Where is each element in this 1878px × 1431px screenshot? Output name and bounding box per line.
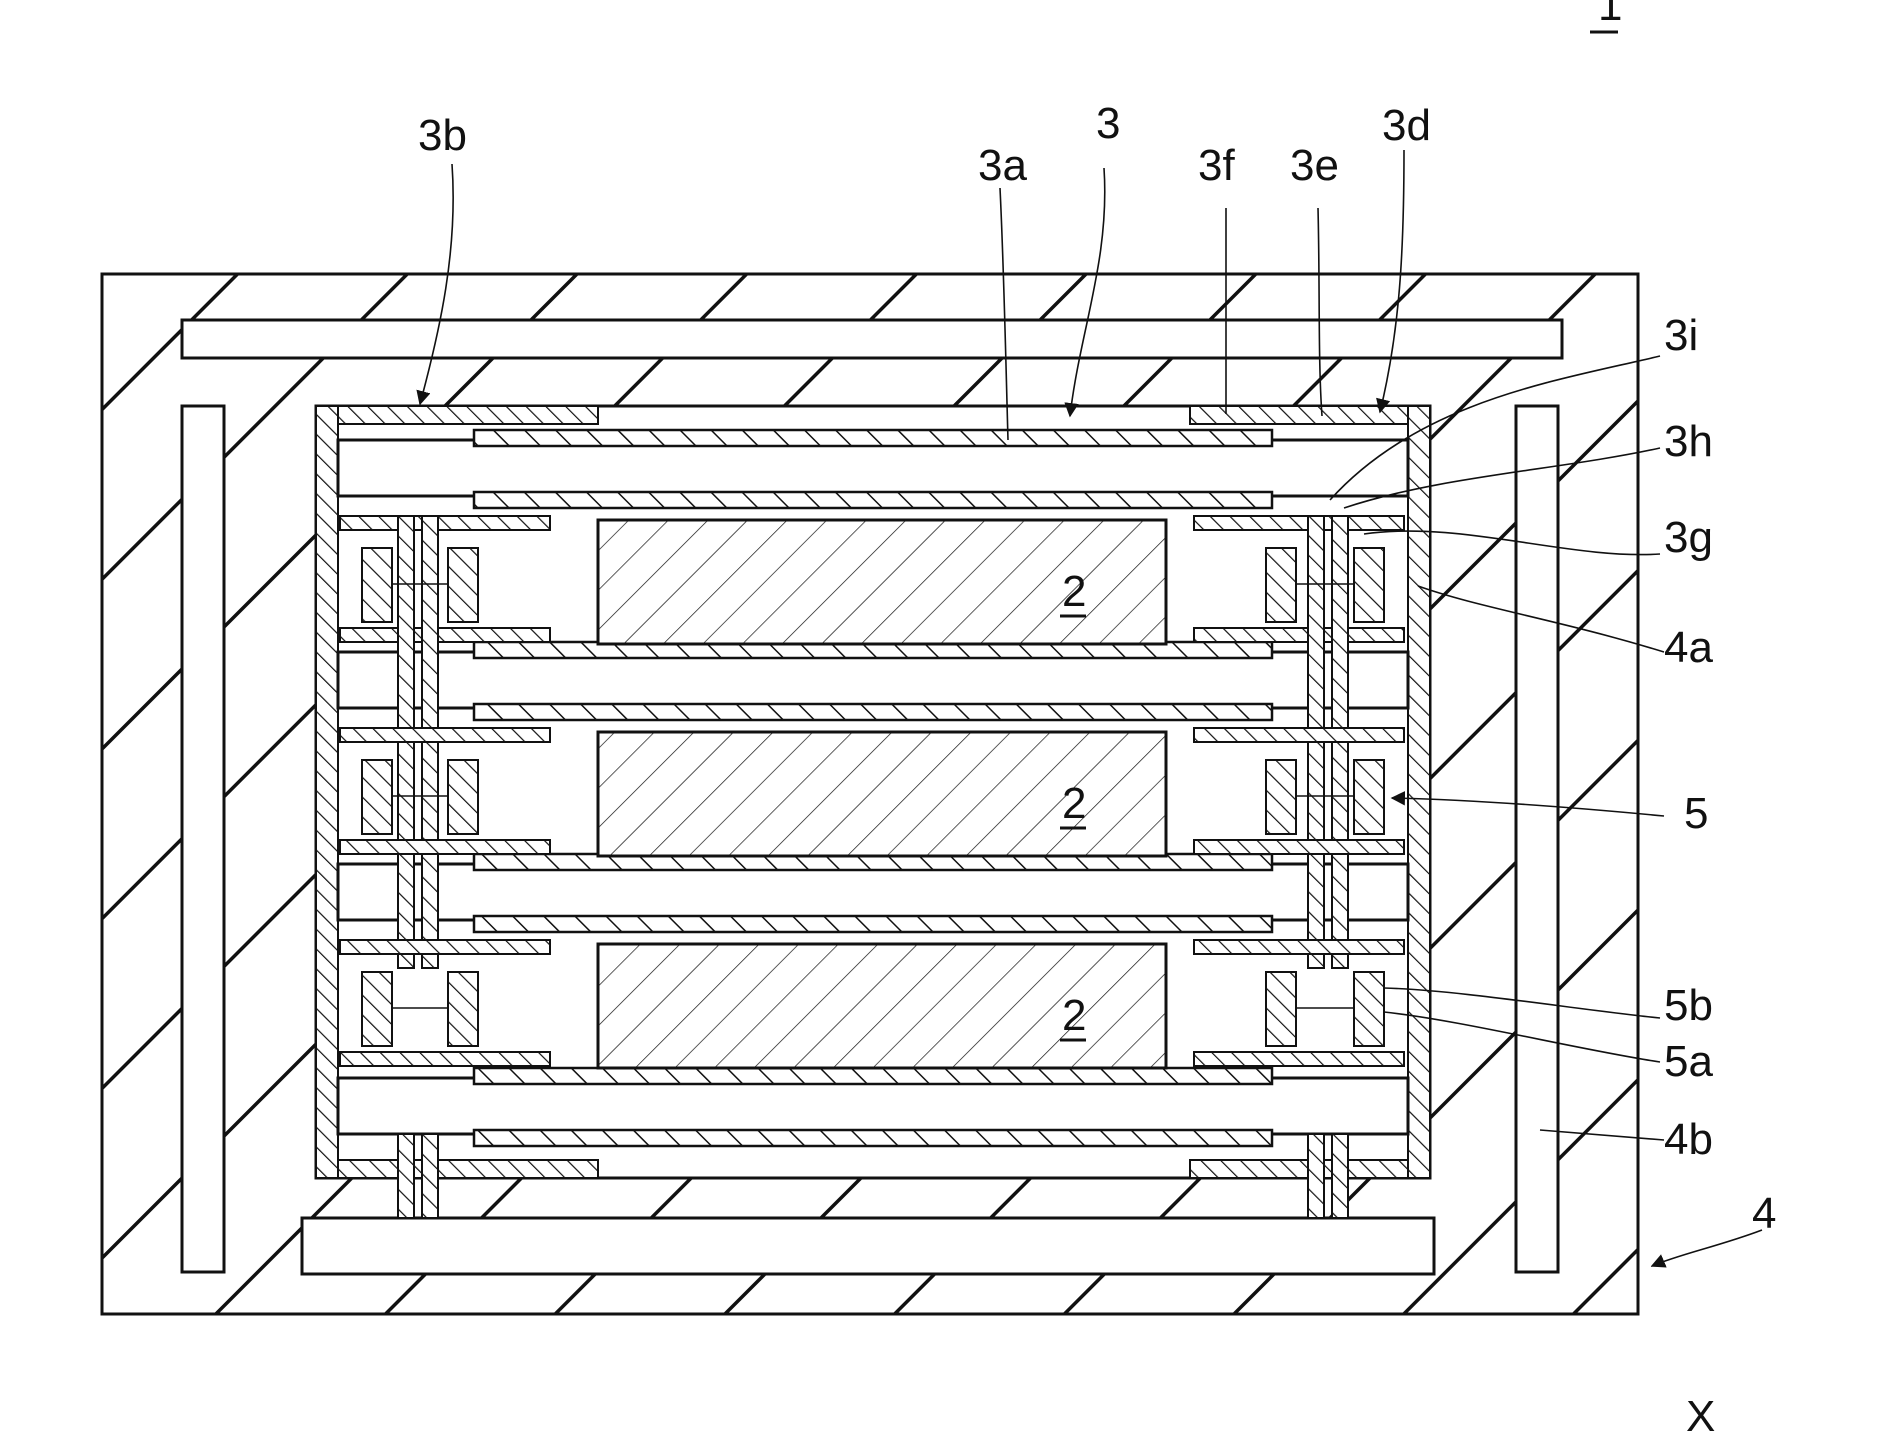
svg-text:1: 1 [1598,0,1622,30]
label-3b: 3b [418,111,467,160]
right-vertical-bar-4b [1516,406,1558,1272]
label-3: 3 [1096,99,1120,148]
channel-2 [338,652,1408,708]
label-3h: 3h [1664,417,1713,466]
label-3a: 3a [978,141,1027,190]
channel-4 [338,1078,1408,1134]
label-4b: 4b [1664,1115,1713,1164]
label-3i: 3i [1664,311,1698,360]
label-3g: 3g [1664,513,1713,562]
label-3d: 3d [1382,101,1431,150]
element-label-2-middle: 2 [1062,779,1086,828]
channel-1 [338,440,1408,496]
left-vertical-bar [182,406,224,1272]
label-3f: 3f [1198,141,1235,190]
label-5b: 5b [1664,981,1713,1030]
figure-ref-numeral: 1 [1590,0,1622,32]
label-5: 5 [1684,789,1708,838]
bottom-electrode-bar [302,1218,1434,1274]
element-label-2-bottom: 2 [1062,991,1086,1040]
label-4a: 4a [1664,623,1713,672]
label-3e: 3e [1290,141,1339,190]
axis-label-x: X [1686,1392,1715,1431]
channel-3 [338,864,1408,920]
top-electrode-bar [182,320,1562,358]
label-4: 4 [1752,1189,1776,1238]
label-5a: 5a [1664,1037,1713,1086]
element-label-2-top: 2 [1062,567,1086,616]
